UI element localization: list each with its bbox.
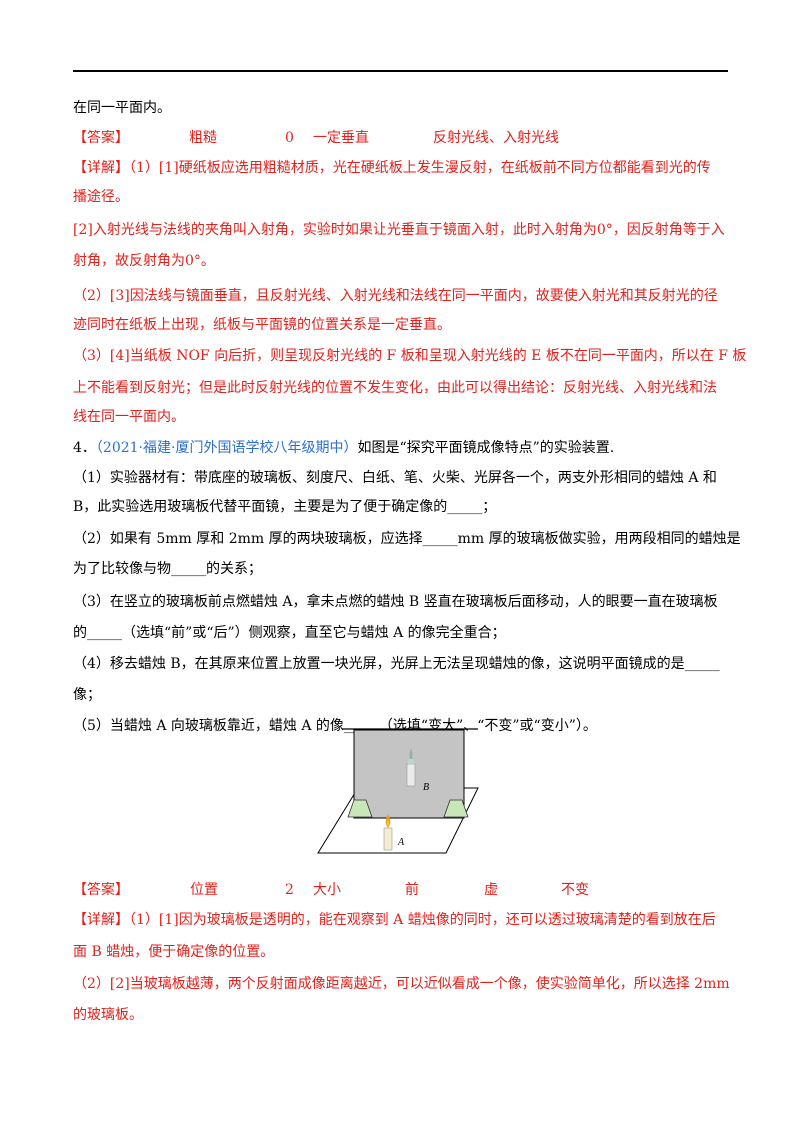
- detail-line: 的玻璃板。: [73, 1007, 143, 1023]
- candle-b-flame: [409, 748, 413, 762]
- candle-b-wick-glow: [408, 759, 414, 764]
- detail-line: 射角，故反射角为0°。: [73, 253, 215, 269]
- question-line: 像；: [73, 687, 101, 703]
- detail-line: 播途径。: [73, 189, 129, 205]
- question-stem: 如图是“探究平面镜成像特点”的实验装置.: [357, 440, 615, 456]
- answer-item: 不变: [561, 882, 589, 898]
- answer-item: 前: [405, 882, 419, 898]
- detail-line: 【详解】（1）[1]因为玻璃板是透明的，能在观察到 A 蜡烛像的同时，还可以透过…: [73, 912, 716, 928]
- question-line: （4）移去蜡烛 B，在其原来位置上放置一块光屏，光屏上无法呈现蜡烛的像，这说明平…: [73, 656, 720, 672]
- glass-stand-right: [443, 799, 469, 818]
- detail-line: 面 B 蜡烛，便于确定像的位置。: [73, 944, 275, 960]
- question-number: 4．: [73, 440, 96, 456]
- question-line: （2）如果有 5mm 厚和 2mm 厚的两块玻璃板，应选择_____mm 厚的玻…: [73, 531, 741, 547]
- question-line: （3）在竖立的玻璃板前点燃蜡烛 A，拿未点燃的蜡烛 B 竖直在玻璃板后面移动，人…: [73, 594, 718, 610]
- candle-b-label: B: [423, 782, 429, 793]
- detail-line: （2）[3]因法线与镜面垂直，且反射光线、入射光线和法线在同一平面内，故要使入射…: [73, 288, 718, 304]
- answer-item: 0: [285, 130, 294, 146]
- answer-item: 大小: [313, 882, 341, 898]
- detail-line: 迹同时在纸板上出现，纸板与平面镜的位置关系是一定垂直。: [73, 317, 451, 333]
- question-line: （1）实验器材有：带底座的玻璃板、刻度尺、白纸、笔、火柴、光屏各一个，两支外形相…: [73, 470, 717, 486]
- candle-a-body: [383, 827, 393, 851]
- candle-a-flame-core: [387, 819, 389, 827]
- detail-line: [2]入射光线与法线的夹角叫入射角，实验时如果让光垂直于镜面入射，此时入射角为0…: [73, 222, 725, 238]
- question-line: 的_____（选填“前”或“后”）侧观察，直至它与蜡烛 A 的像完全重合；: [73, 625, 506, 641]
- answer-item: 虚: [484, 882, 498, 898]
- paragraph-line: 在同一平面内。: [73, 100, 171, 116]
- question-line: 为了比较像与物_____的关系；: [73, 561, 262, 577]
- detail-line: 线在同一平面内。: [73, 409, 185, 425]
- answer-item: 粗糙: [189, 130, 217, 146]
- answer-label: 【答案】: [73, 130, 129, 146]
- question-source: （2021·福建·厦门外国语学校八年级期中）: [95, 440, 358, 456]
- glass-stand-left: [347, 799, 373, 818]
- question-line: B，此实验选用玻璃板代替平面镜，主要是为了便于确定像的_____；: [73, 499, 497, 515]
- detail-line: 上不能看到反射光；但是此时反射光线的位置不发生变化，由此可以得出结论：反射光线、…: [73, 380, 717, 396]
- detail-line: 【详解】（1）[1]硬纸板应选用粗糙材质，光在硬纸板上发生漫反射，在纸板前不同方…: [73, 160, 711, 176]
- header-rule: [73, 70, 728, 72]
- answer-item: 位置: [190, 882, 218, 898]
- question-header: 4．（2021·福建·厦门外国语学校八年级期中）如图是“探究平面镜成像特点”的实…: [73, 438, 614, 458]
- question-line: （5）当蜡烛 A 向玻璃板靠近，蜡烛 A 的像_____（选填“变大”、“不变”…: [73, 718, 597, 734]
- detail-line: （2）[2]当玻璃板越薄，两个反射面成像距离越近，可以近似看成一个像，使实验简单…: [73, 976, 730, 992]
- detail-line: （3）[4]当纸板 NOF 向后折，则呈现反射光线的 F 板和呈现入射光线的 E…: [73, 348, 747, 364]
- answer-item: 一定垂直: [313, 130, 369, 146]
- answer-item: 2: [285, 882, 294, 898]
- experiment-figure: B A: [317, 728, 479, 854]
- answer-label: 【答案】: [73, 882, 129, 898]
- answer-item: 反射光线、入射光线: [433, 130, 559, 146]
- candle-b-body: [406, 763, 416, 787]
- candle-a-label: A: [397, 837, 405, 848]
